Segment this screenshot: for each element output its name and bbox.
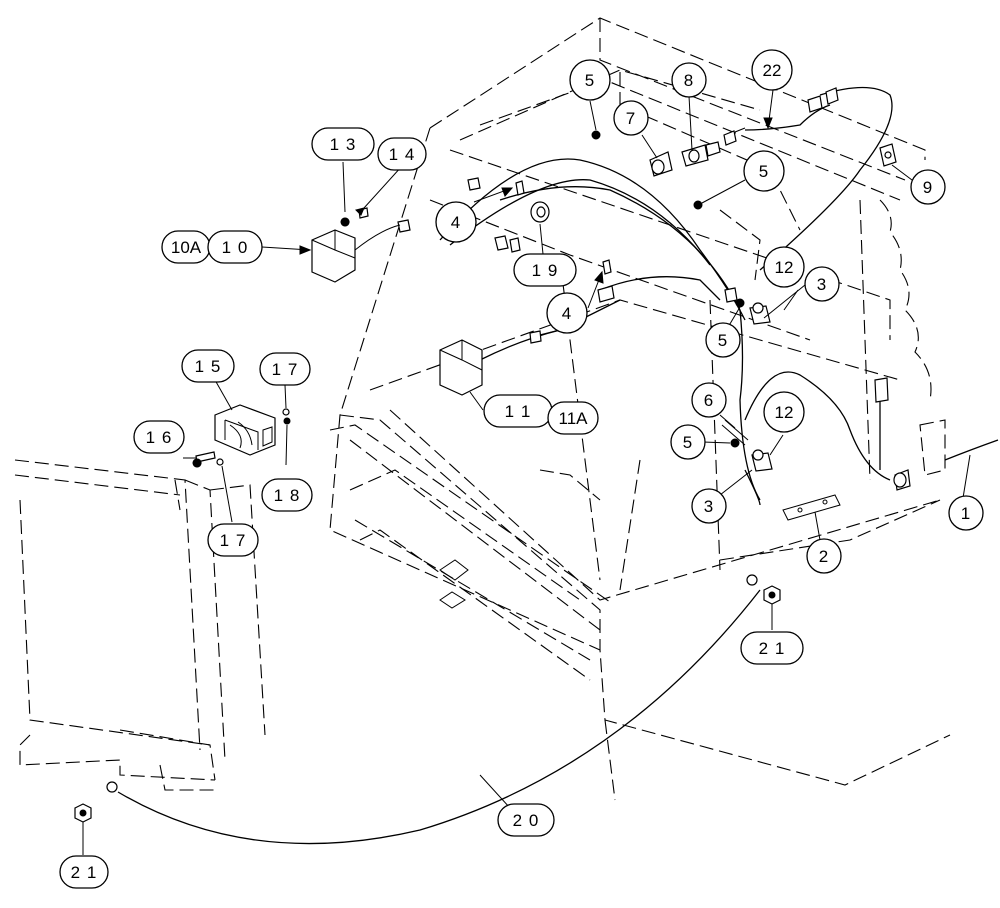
callout-13: 1 3 bbox=[311, 127, 375, 161]
svg-text:5: 5 bbox=[718, 331, 728, 350]
svg-text:1 1: 1 1 bbox=[505, 402, 532, 421]
svg-text:1 3: 1 3 bbox=[330, 135, 357, 154]
svg-text:1 7: 1 7 bbox=[272, 360, 299, 379]
callout-10: 1 0 bbox=[207, 230, 263, 264]
callout-21a: 2 1 bbox=[740, 631, 804, 665]
svg-text:1 9: 1 9 bbox=[532, 261, 559, 280]
svg-text:12: 12 bbox=[775, 403, 794, 422]
callout-10a: 10A bbox=[161, 230, 211, 264]
callout-5b: 5 bbox=[743, 150, 785, 192]
svg-text:2 0: 2 0 bbox=[513, 811, 540, 830]
wiring-harness bbox=[117, 86, 999, 845]
svg-text:1 0: 1 0 bbox=[222, 238, 249, 257]
svg-text:1 8: 1 8 bbox=[274, 486, 301, 505]
svg-text:2 1: 2 1 bbox=[759, 639, 786, 658]
svg-text:5: 5 bbox=[759, 162, 769, 181]
callout-16: 1 6 bbox=[133, 420, 185, 454]
svg-text:4: 4 bbox=[562, 304, 572, 323]
svg-text:1 5: 1 5 bbox=[195, 357, 222, 376]
callout-9: 9 bbox=[910, 169, 946, 205]
callout-15: 1 5 bbox=[181, 349, 235, 383]
svg-text:4: 4 bbox=[451, 213, 461, 232]
callout-6: 6 bbox=[691, 382, 727, 418]
callout-17a: 1 7 bbox=[259, 352, 311, 386]
radiator-screen bbox=[14, 459, 266, 791]
callout-5c: 5 bbox=[705, 322, 741, 358]
callout-7: 7 bbox=[613, 100, 649, 136]
svg-text:22: 22 bbox=[763, 61, 782, 80]
svg-text:8: 8 bbox=[684, 71, 694, 90]
svg-text:6: 6 bbox=[704, 391, 714, 410]
callout-19: 1 9 bbox=[513, 253, 577, 287]
callout-2: 2 bbox=[806, 538, 842, 574]
machine-frame bbox=[329, 17, 951, 801]
callout-20: 2 0 bbox=[497, 803, 555, 837]
svg-text:10A: 10A bbox=[171, 238, 202, 257]
svg-text:7: 7 bbox=[626, 109, 636, 128]
callout-11: 1 1 bbox=[483, 394, 553, 428]
callout-17b: 1 7 bbox=[207, 523, 259, 557]
svg-text:1 4: 1 4 bbox=[389, 145, 416, 164]
callout-1: 1 bbox=[948, 495, 984, 531]
callout-18: 1 8 bbox=[261, 478, 313, 512]
callouts: 1 2 3 3 4 4 5 5 bbox=[59, 49, 984, 889]
callout-12b: 12 bbox=[763, 391, 805, 433]
callout-3b: 3 bbox=[691, 488, 727, 524]
parts bbox=[74, 87, 907, 823]
callout-8: 8 bbox=[671, 62, 707, 98]
callout-4b: 4 bbox=[546, 292, 588, 334]
leader-lines bbox=[82, 89, 971, 855]
svg-text:2 1: 2 1 bbox=[71, 863, 98, 882]
svg-text:5: 5 bbox=[585, 71, 595, 90]
callout-21b: 2 1 bbox=[59, 855, 109, 889]
svg-text:3: 3 bbox=[817, 275, 827, 294]
callout-22: 22 bbox=[751, 49, 793, 91]
svg-text:1: 1 bbox=[961, 504, 971, 523]
callout-11a: 11A bbox=[547, 401, 599, 435]
callout-3a: 3 bbox=[804, 266, 840, 302]
callout-4a: 4 bbox=[435, 201, 477, 243]
callout-5d: 5 bbox=[670, 424, 706, 460]
svg-text:1 7: 1 7 bbox=[220, 531, 247, 550]
svg-text:5: 5 bbox=[683, 433, 693, 452]
callout-12a: 12 bbox=[763, 246, 805, 288]
svg-text:2: 2 bbox=[819, 547, 829, 566]
callout-14: 1 4 bbox=[377, 137, 427, 171]
svg-text:1 6: 1 6 bbox=[146, 428, 173, 447]
svg-text:11A: 11A bbox=[559, 409, 589, 428]
callout-5a: 5 bbox=[569, 59, 611, 101]
front-panel-detail bbox=[349, 469, 591, 681]
svg-text:9: 9 bbox=[923, 178, 933, 197]
svg-text:3: 3 bbox=[704, 497, 714, 516]
svg-text:12: 12 bbox=[775, 258, 794, 277]
